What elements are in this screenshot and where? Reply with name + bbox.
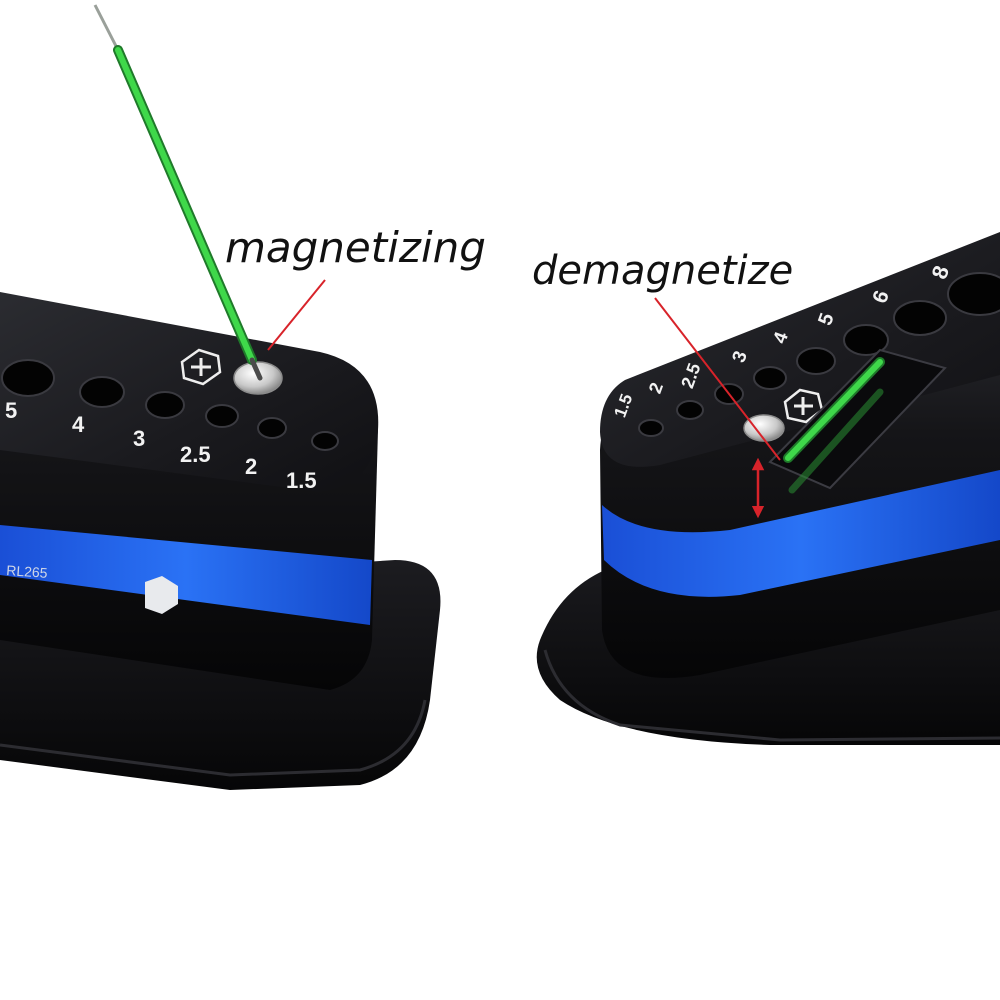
left-tool-holder: RL265 5 4 3 2.5 2 1.5: [0, 4, 486, 790]
left-model-label: RL265: [6, 562, 48, 581]
right-callout-pointer: [654, 297, 781, 461]
right-magnet: [743, 414, 785, 442]
hexagon-badge-icon: [145, 576, 178, 614]
left-top-face: [0, 292, 379, 492]
left-blue-band: [0, 525, 372, 625]
phillips-cross-hexagon-icon: [180, 348, 222, 386]
callout-demagnetize: demagnetize: [532, 248, 793, 294]
hole-label: 3: [133, 426, 145, 451]
right-screwdriver: [783, 357, 885, 494]
left-holes: [1, 359, 339, 451]
right-holes: [638, 272, 1000, 437]
hole-label: 2.5: [180, 442, 211, 467]
right-blue-band: [602, 470, 1000, 597]
hole-label: 1.5: [286, 468, 317, 493]
left-callout-pointer: [267, 279, 326, 351]
right-tool-holder: 1.5 2 2.5 3 4 5 6 8 demagnetize: [532, 232, 1000, 745]
callout-magnetizing: magnetizing: [225, 223, 486, 272]
hole-label: 2: [245, 454, 257, 479]
left-screwdriver: [93, 4, 263, 381]
hole-label: 5: [5, 398, 17, 423]
hole-label: 4: [72, 412, 85, 437]
left-hole-labels: 5 4 3 2.5 2 1.5: [5, 398, 317, 493]
